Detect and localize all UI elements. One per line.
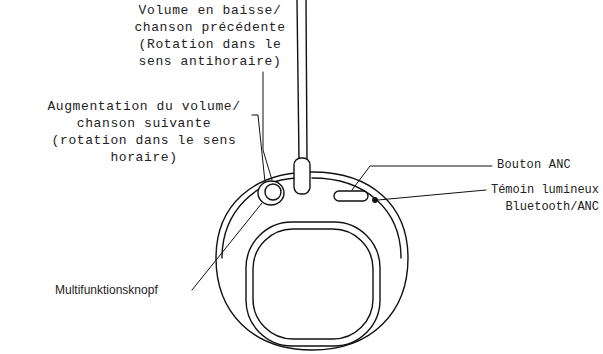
ear-cushion (246, 222, 380, 346)
headband-edge (306, 0, 307, 160)
callout-label: Bouton ANC (497, 157, 597, 174)
leader-line (263, 72, 272, 180)
headband-edge (297, 0, 299, 160)
callout-label: Volume en baisse/ chanson précédente (Ro… (130, 2, 290, 70)
knob-face (265, 184, 281, 200)
leader-line (192, 203, 262, 290)
ear-cushion-inner (253, 229, 373, 339)
callout-label: Multifunktionsknopf (55, 282, 189, 299)
anc-button (334, 191, 368, 201)
indicator-led (373, 198, 377, 202)
leader-line (252, 115, 265, 182)
leader-line (352, 166, 492, 190)
leader-line (378, 190, 486, 200)
earcup-housing (216, 172, 408, 350)
callout-label: Augmentation du volume/ chanson suivante… (40, 98, 248, 166)
stem-slider (294, 158, 310, 194)
multifunction-knob (258, 181, 284, 205)
callout-label: Témoin lumineux Bluetooth/ANC (488, 182, 599, 216)
